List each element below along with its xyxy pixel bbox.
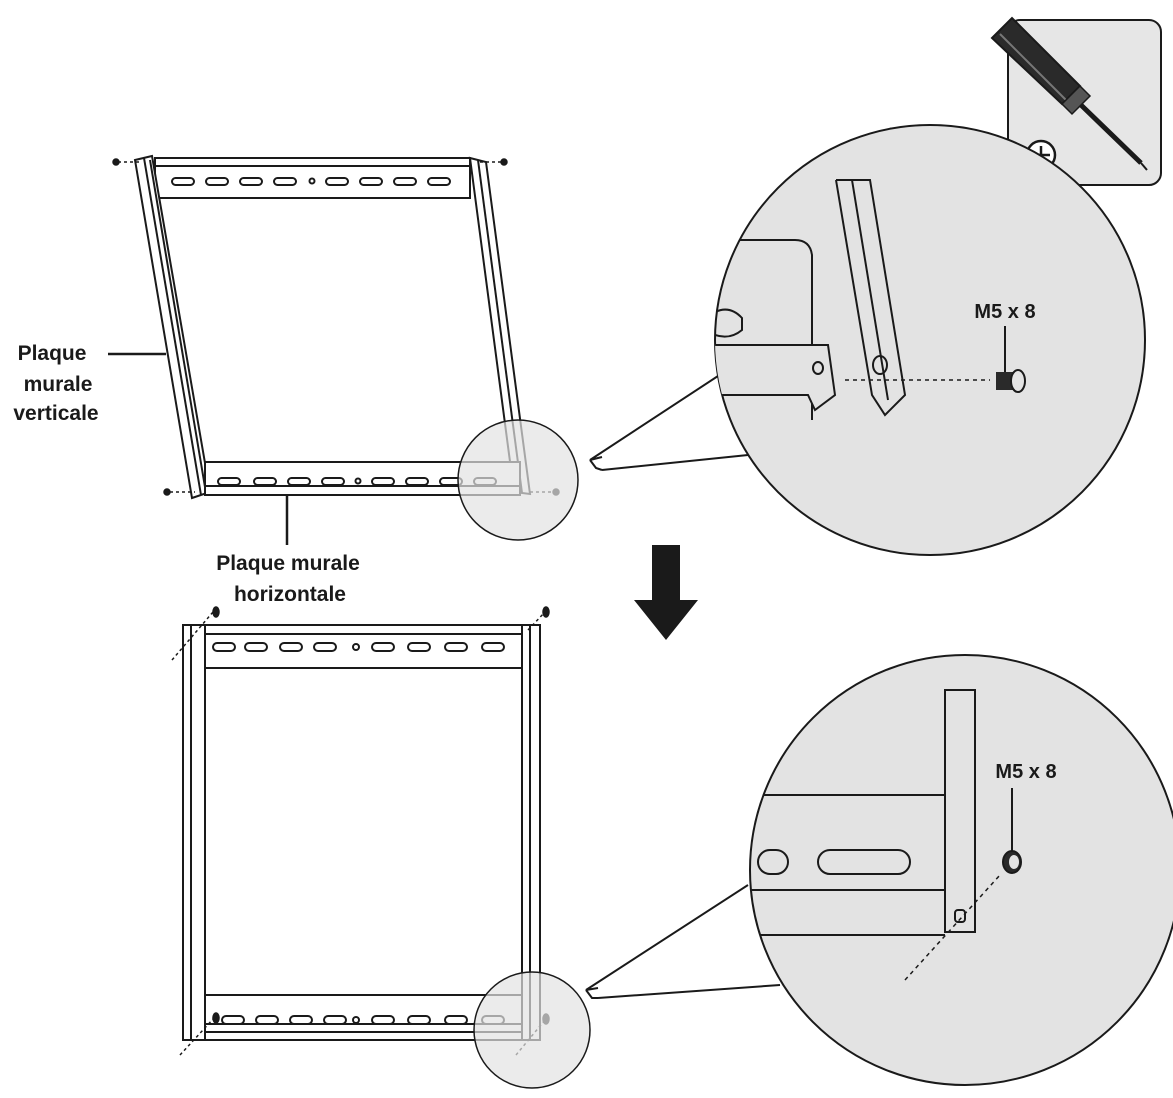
bottom-frame-top-slots <box>212 642 505 652</box>
screw-size-label-top: M5 x 8 <box>974 301 1035 323</box>
label-horizontal-line-1: Plaque murale <box>216 552 360 575</box>
detail-spot-bottom <box>473 971 591 1089</box>
top-frame-assembly <box>112 154 560 500</box>
label-horizontal-line-2: horizontale <box>234 583 346 606</box>
screw-icon-top <box>996 326 1026 393</box>
label-vertical-line-3: verticale <box>13 402 98 425</box>
magnifier-leader-top <box>589 375 749 471</box>
detail-spot-top <box>457 419 579 541</box>
bottom-frame-assembly <box>171 606 550 1056</box>
label-vertical-line-1: Plaque <box>18 342 87 365</box>
screw-size-label-bottom: M5 x 8 <box>995 761 1056 783</box>
down-arrow-icon <box>634 545 698 640</box>
label-vertical-plate: Plaque murale verticale <box>13 342 166 425</box>
screwdriver-icon <box>990 16 1148 171</box>
label-horizontal-plate: Plaque murale horizontale <box>216 495 360 606</box>
magnifier-bottom <box>749 654 1173 1086</box>
label-vertical-line-2: murale <box>24 373 93 396</box>
magnifier-leader-bottom <box>585 884 781 999</box>
magnifier-top <box>714 124 1146 556</box>
top-plate-slots <box>171 177 451 186</box>
screw-icon-bottom <box>1002 788 1022 874</box>
